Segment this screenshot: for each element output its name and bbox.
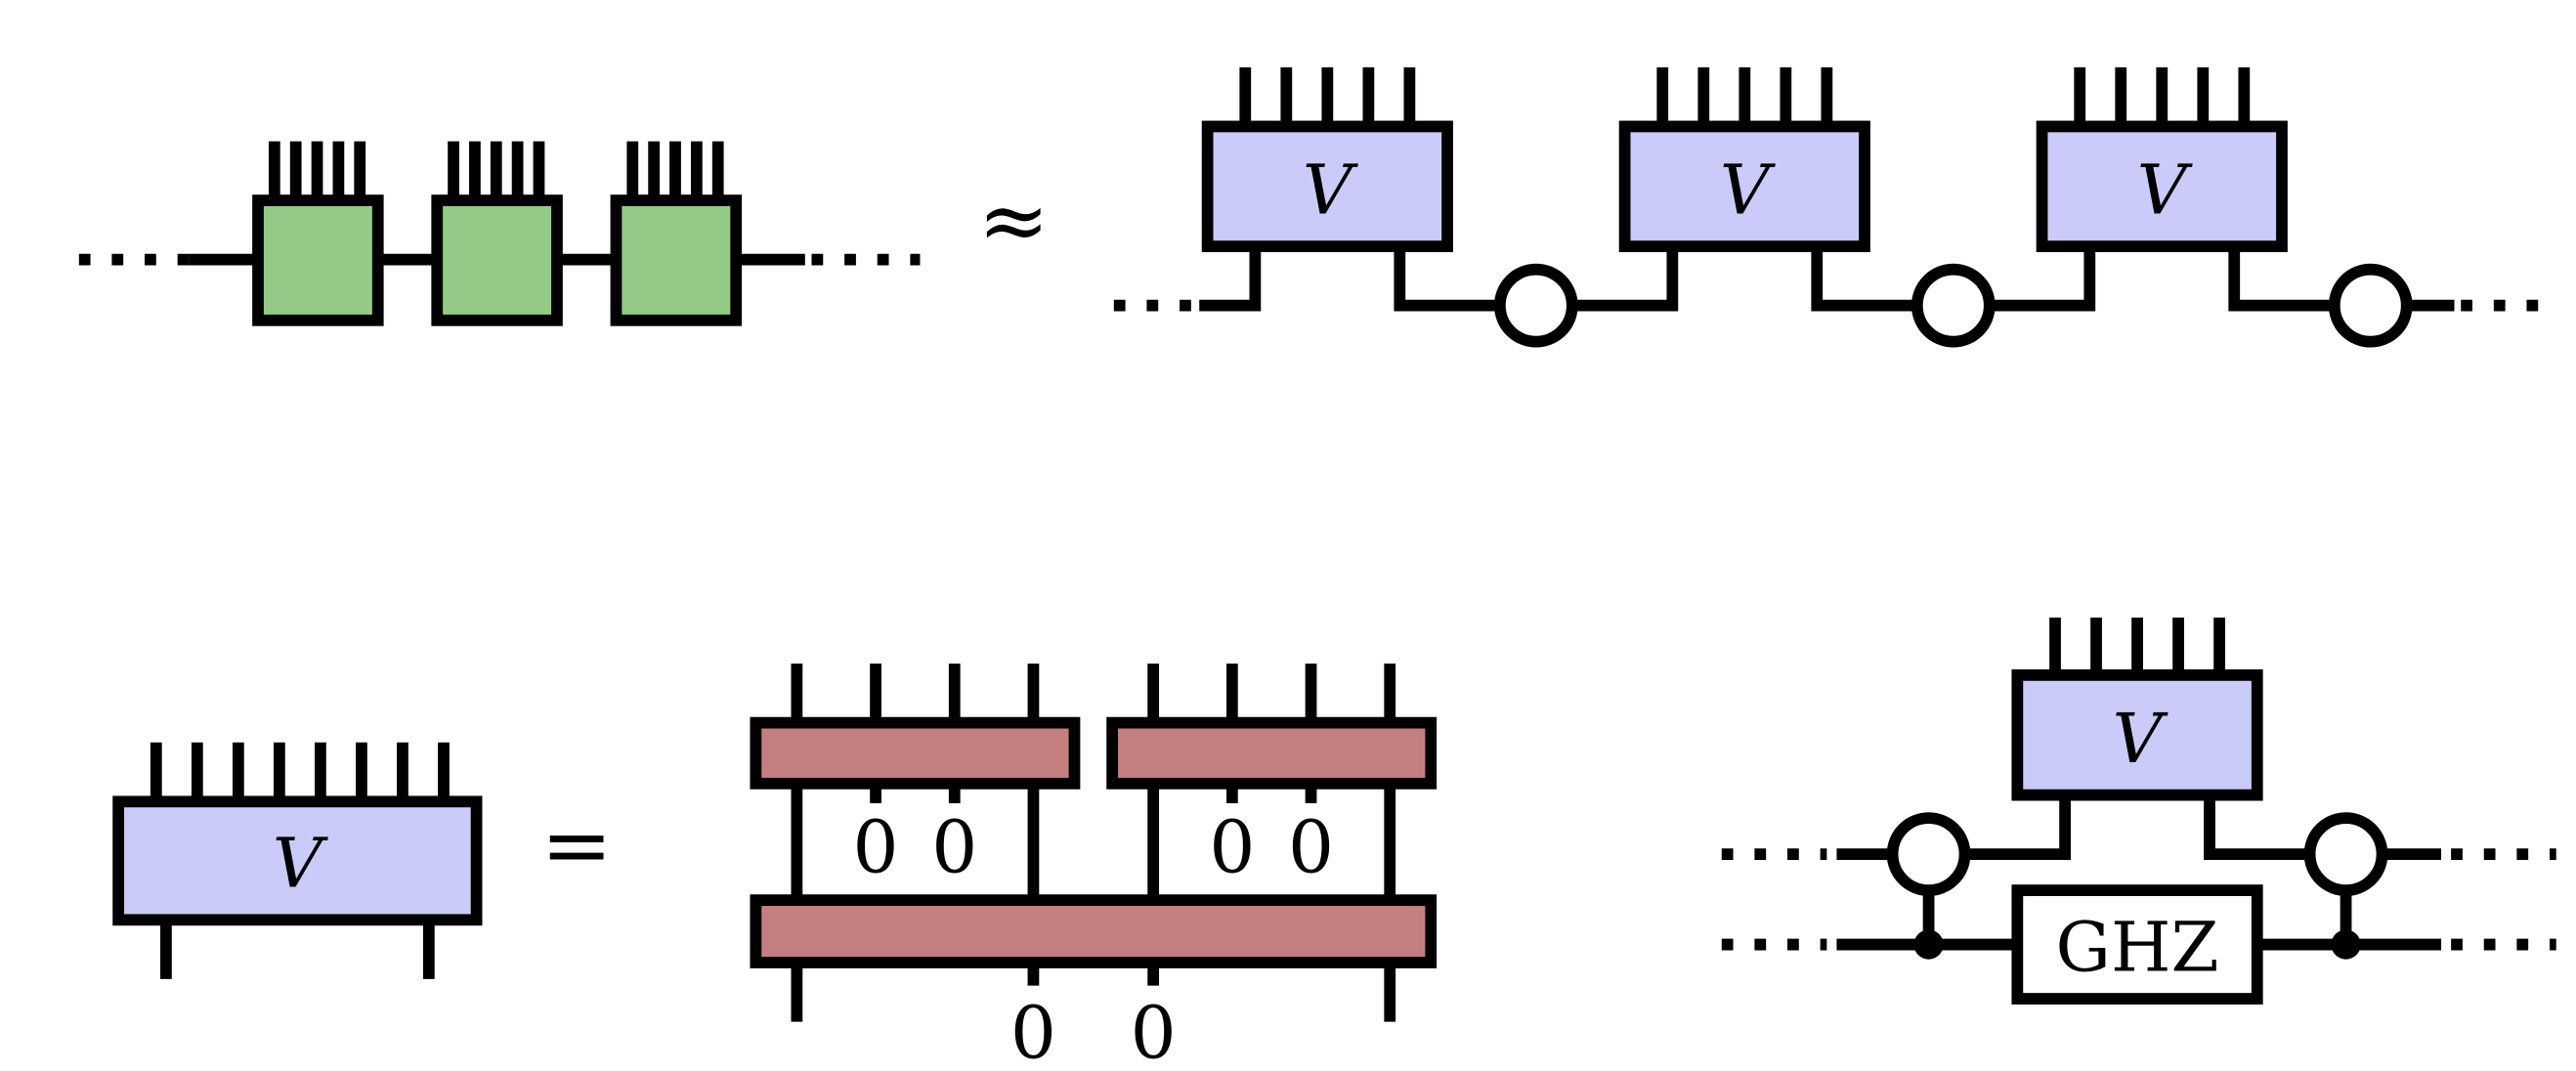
upper-left-red-tensor [750,716,1081,790]
zero-label: 0 [931,806,977,890]
zero-label: 0 [1131,992,1177,1071]
bond-line [1989,246,2096,312]
bond-circle [1886,812,1971,896]
mps-chain [78,141,921,326]
v-tensor: V [1201,66,1453,253]
upper-right-red-tensor [1106,716,1438,790]
bond-line [2228,246,2335,312]
v-label: V [2113,698,2169,779]
zero-label: 0 [1010,992,1056,1071]
control-dot [2331,929,2361,960]
bond-circle [2328,263,2413,348]
v-tensor-definition: V [112,742,483,979]
v-decomposition: 0 0 0 0 0 0 [750,664,1438,1071]
equals-symbol: = [541,794,613,894]
zero-label: 0 [853,806,899,890]
zero-label: 0 [1209,806,1255,890]
v-label: V [1303,150,1359,231]
bond-line [1571,246,1679,312]
v-label: V [1720,150,1777,231]
v-chain: V V V [1113,66,2556,348]
bond-circle [1493,263,1578,348]
zero-label: 0 [1288,806,1334,890]
v-label: V [2137,150,2194,231]
bond-line [1394,246,1500,312]
v-tensor: V [2036,66,2288,253]
bond-circle [2303,812,2388,896]
approx-symbol: ≈ [978,171,1050,271]
green-tensor [431,141,563,326]
bond-circle [1911,263,1996,348]
v-tensor: V [1618,66,1870,253]
bond-line [1811,246,1917,312]
lower-red-tensor [750,894,1438,968]
v-ghz-network: V GHZ [1721,618,2556,1005]
bond-line [1199,246,1262,312]
control-dot [1913,929,1944,960]
ghz-tensor: GHZ [2011,884,2263,1005]
green-tensor [252,141,384,326]
green-tensor [610,141,743,326]
v-tensor: V [2011,618,2263,801]
v-label: V [273,823,329,904]
ghz-label: GHZ [2056,906,2219,987]
